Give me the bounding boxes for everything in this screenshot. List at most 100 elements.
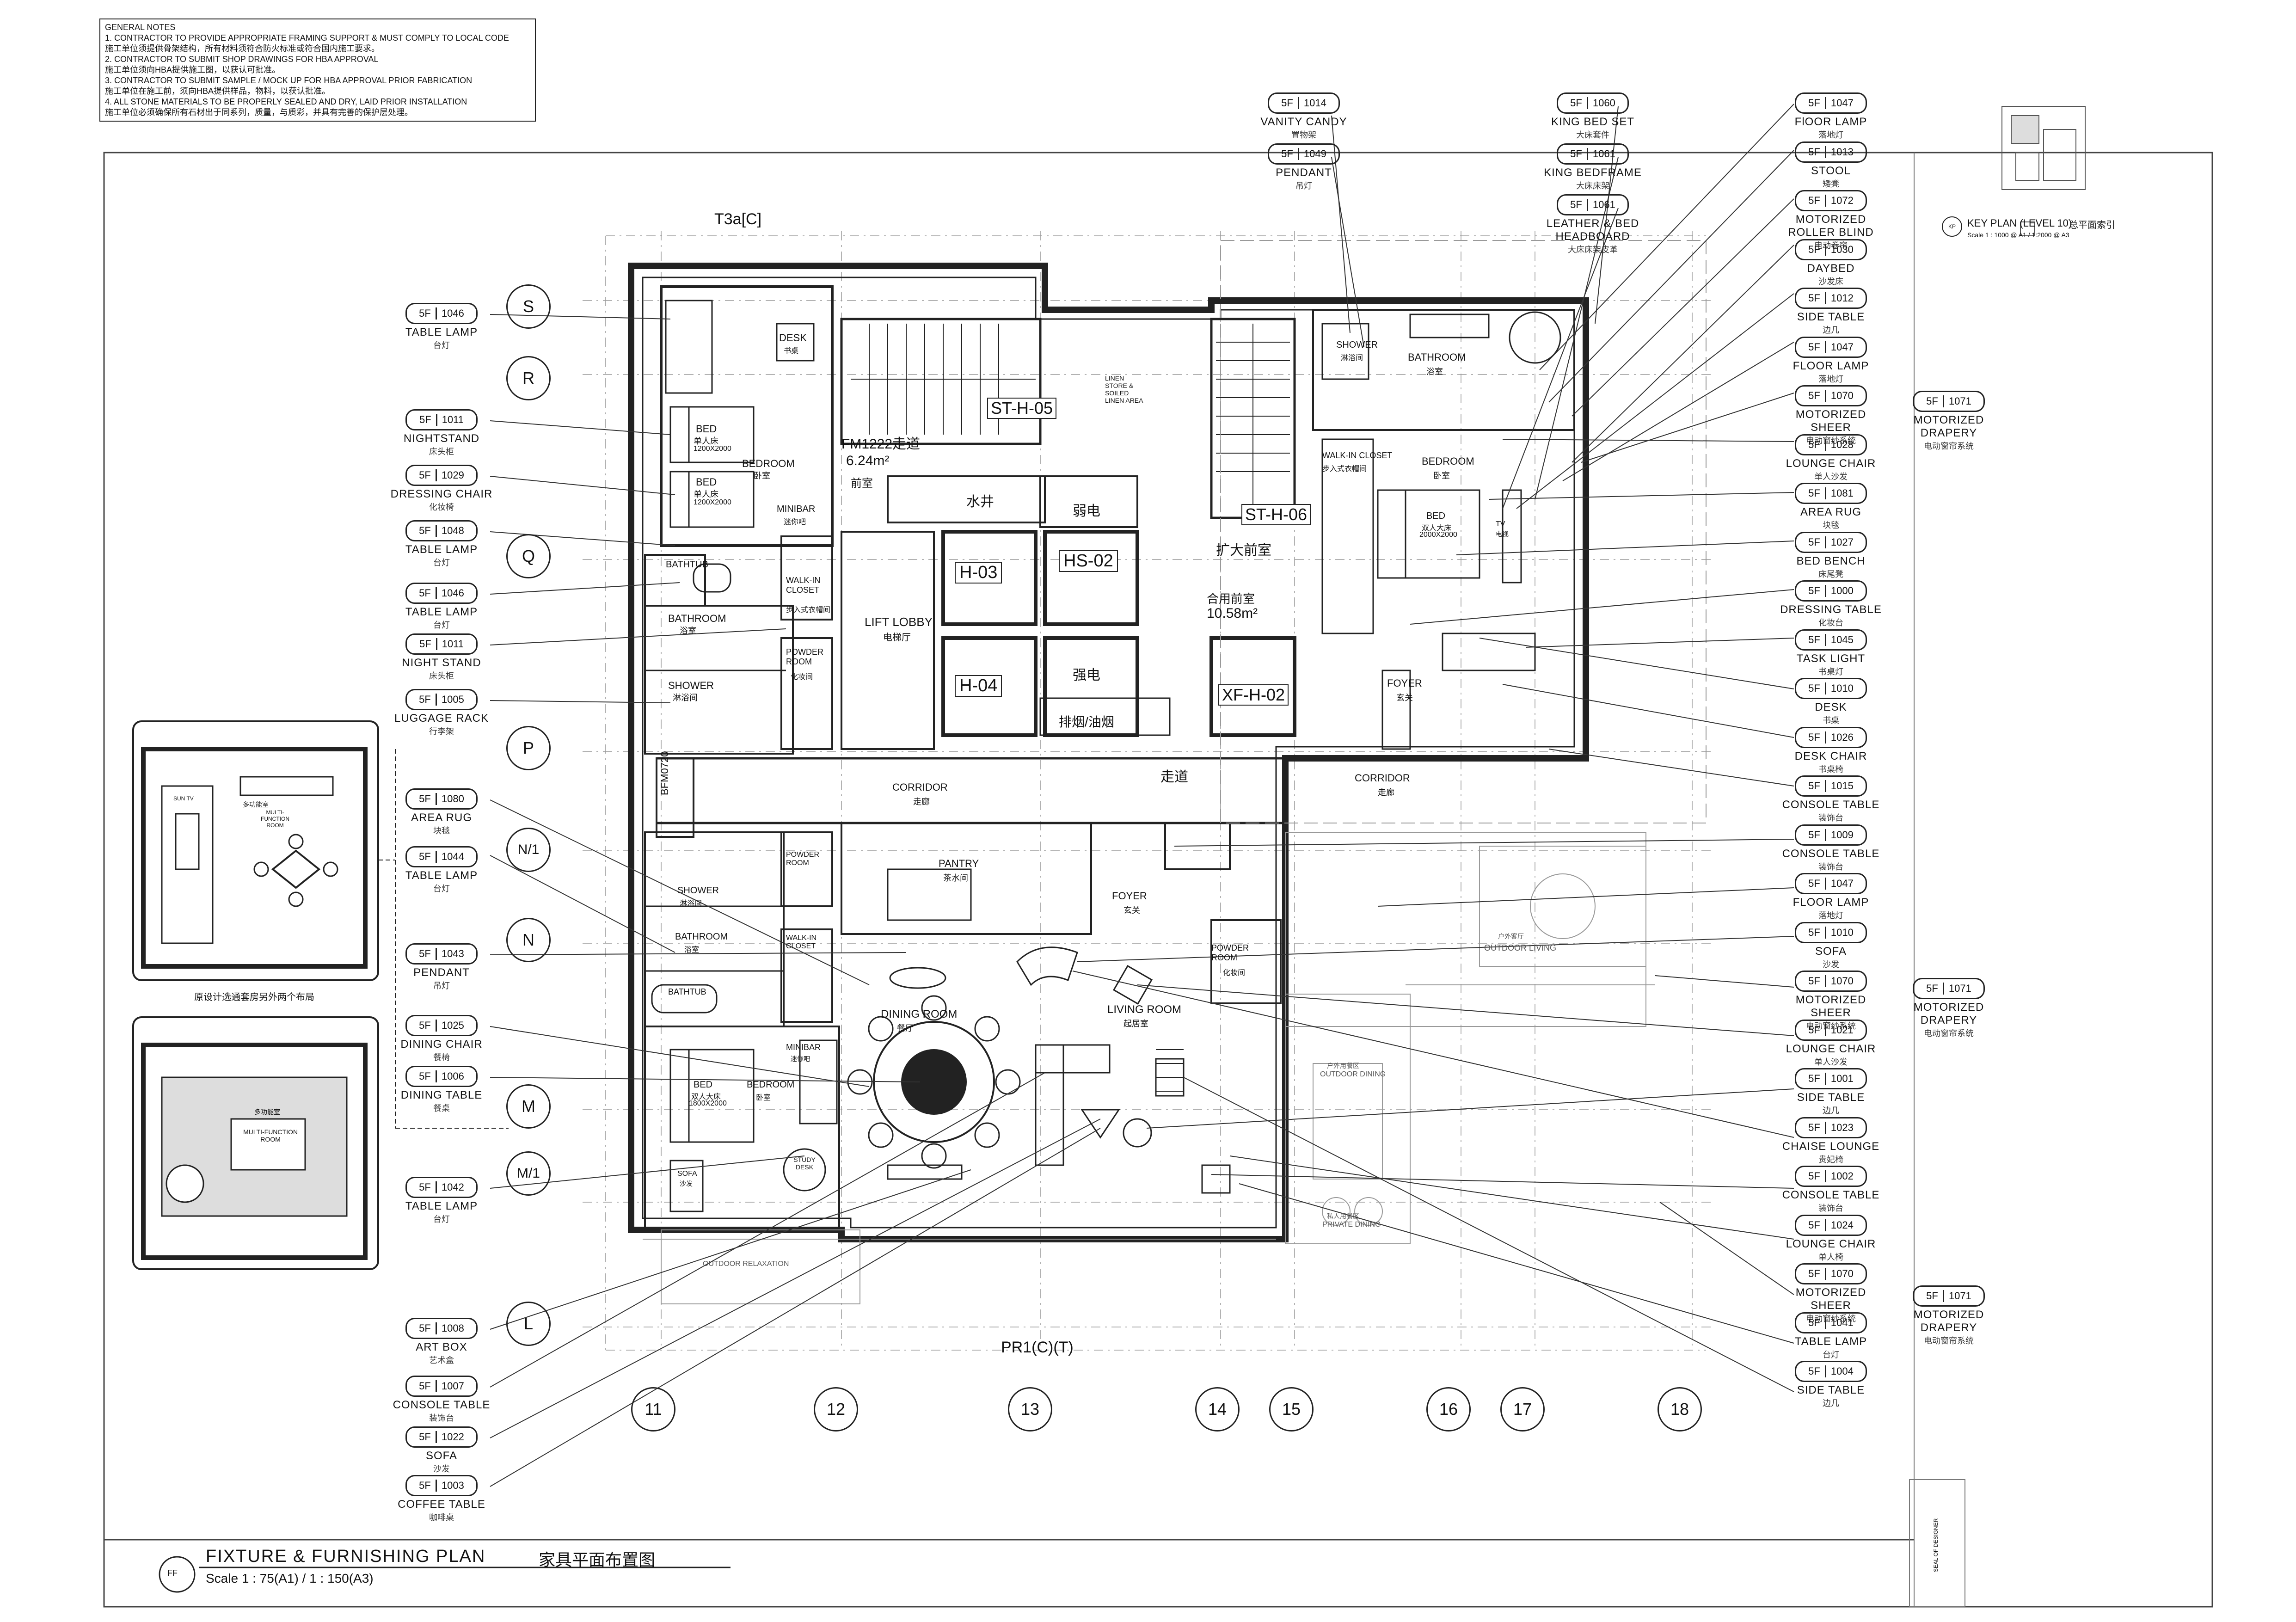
tag-code: 1030	[1830, 243, 1854, 255]
tag-floor: 5F	[419, 638, 437, 650]
tag-floor: 5F	[1570, 97, 1588, 109]
tag-name-zh: 书桌椅	[1818, 764, 1843, 774]
inset-sun: SUN TV	[173, 795, 194, 802]
tag-name-zh: 块毯	[433, 826, 450, 836]
tag-name-zh: 单人椅	[1818, 1252, 1843, 1262]
tag-code: 1003	[441, 1480, 464, 1491]
tag-pill: 5F 1071	[1913, 978, 1985, 999]
room-bathtub: BATHTUB	[668, 987, 706, 996]
key-plan-thumbnail	[2001, 106, 2086, 236]
room-private-dining-zh: 私人用餐区	[1327, 1212, 1359, 1220]
room-corridor-zh: 走道	[1160, 769, 1188, 785]
tag-floor: 5F	[419, 1480, 437, 1492]
tag-code: 1000	[1830, 585, 1854, 596]
room-foyer: FOYER	[1112, 890, 1147, 902]
tag-floor: 5F	[1281, 148, 1299, 160]
tag-code: 1071	[1948, 983, 1971, 994]
room-minibar-zh: 迷你吧	[784, 518, 806, 526]
tag-name: DRESSING CHAIR	[390, 488, 493, 500]
tag-name: MOTORIZED SHEER	[1795, 994, 1866, 1019]
note-line: 1. CONTRACTOR TO PROVIDE APPROPRIATE FRA…	[105, 33, 509, 43]
room-walkin: WALK-IN CLOSET	[786, 576, 821, 595]
lift-h04: H-04	[955, 675, 1002, 697]
tag-pill: 5F 1049	[1268, 143, 1340, 165]
room-strong: 强电	[1073, 668, 1100, 683]
room-weak: 弱电	[1073, 504, 1100, 519]
tag-code: 1028	[1830, 438, 1854, 450]
tag-pill: 5F 1004	[1795, 1361, 1867, 1382]
tag-code: 1004	[1830, 1365, 1854, 1377]
tag-code: 1071	[1948, 1290, 1971, 1302]
tag-floor: 5F	[419, 307, 437, 319]
grid-bubble-row: S	[506, 284, 551, 329]
tag-name: FLOOR LAMP	[1793, 896, 1869, 909]
tag-floor: 5F	[1926, 983, 1944, 995]
floor-plan	[583, 231, 1711, 1351]
room-bed-zh: 双人大床	[691, 1093, 721, 1101]
tag-name-zh: 床头柜	[429, 447, 454, 456]
tag-floor: 5F	[1808, 1365, 1826, 1377]
room-pantry: PANTRY	[939, 858, 979, 869]
room-fm1222: FM1222走道	[841, 436, 921, 452]
tag-floor: 5F	[419, 948, 437, 960]
tag-name-zh: 大床床架	[1576, 181, 1609, 190]
tag-name-zh: 吊灯	[1295, 181, 1312, 190]
tag-code: 1023	[1830, 1121, 1854, 1133]
tag-floor: 5F	[1808, 438, 1826, 451]
tag-name-zh: 床尾凳	[1818, 569, 1843, 579]
tag-code: 1025	[441, 1020, 464, 1031]
tag-floor: 5F	[1281, 97, 1299, 109]
tag-name-zh: 化妆椅	[429, 503, 454, 512]
room-bathroom-zh: 浴室	[1426, 367, 1443, 376]
note-line: 施工单位须提供骨架结构，所有材料须符合防火标准或符合国内施工要求。	[105, 44, 380, 53]
tag-code: 1027	[1830, 536, 1854, 548]
tag-code: 1044	[441, 851, 464, 862]
tag-code: 1060	[1592, 97, 1615, 109]
tag-floor: 5F	[1808, 1073, 1826, 1085]
tag-name: AREA RUG	[411, 811, 473, 824]
designer-seal: SEAL OF DESIGNER	[1933, 1518, 1939, 1572]
room-walkin-zh: 步入式衣帽间	[1322, 465, 1367, 473]
tag-name: SIDE TABLE	[1797, 1384, 1865, 1396]
room-combined: 合用前室	[1207, 592, 1255, 606]
tag-name-zh: 贵妃椅	[1818, 1155, 1843, 1164]
tag-code: 1081	[1830, 487, 1854, 499]
tag-floor: 5F	[419, 1322, 437, 1334]
note-line: 2. CONTRACTOR TO SUBMIT SHOP DRAWINGS FO…	[105, 55, 379, 64]
tag-name: LEATHER & BED HEADBOARD	[1546, 217, 1639, 243]
room-foyer-zh: 玄关	[1123, 906, 1140, 915]
tag-floor: 5F	[1808, 487, 1826, 499]
tag-code: 1048	[441, 525, 464, 536]
tag-name: MOTORIZED DRAPERY	[1913, 414, 1984, 439]
grid-bubble-row: N/1	[506, 828, 551, 872]
grid-bubble-row: R	[506, 356, 551, 400]
room-bed-size: 1200X2000	[694, 445, 731, 453]
tag-name: CONSOLE TABLE	[1782, 1189, 1880, 1201]
tag-floor: 5F	[419, 1020, 437, 1032]
room-bathroom-zh: 浴室	[684, 946, 700, 954]
tag-code: 1014	[1303, 97, 1326, 109]
tag-name-zh: 电动窗帘系统	[1924, 1029, 1974, 1038]
tag-floor: 5F	[419, 793, 437, 805]
room-bathroom: BATHROOM	[675, 932, 728, 942]
tag-name: DESK	[1815, 701, 1847, 713]
tag-code: 1049	[1303, 148, 1326, 160]
